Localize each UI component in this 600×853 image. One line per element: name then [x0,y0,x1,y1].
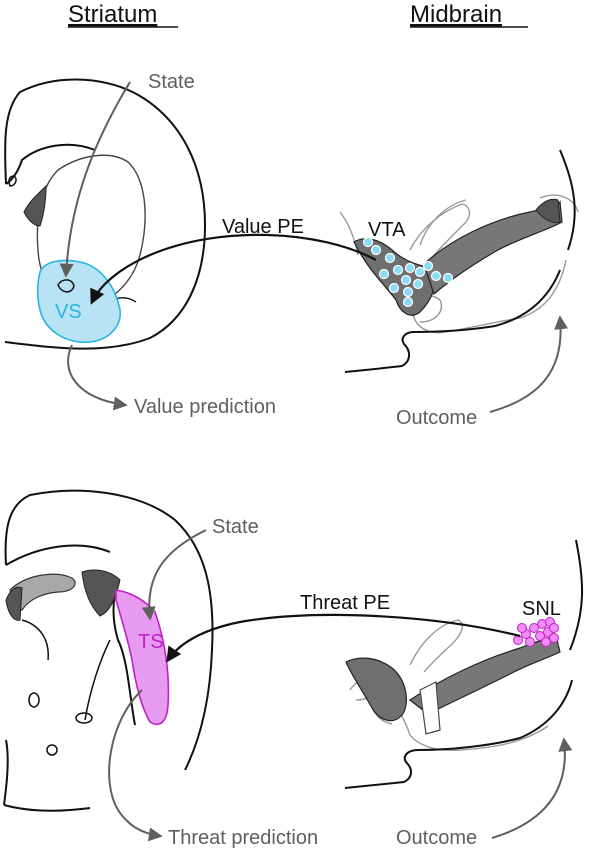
state-label-bottom: State [212,516,259,538]
striatum-section-bottom [3,489,214,812]
outcome-arrow-bottom [491,737,573,839]
snc-tissue [345,657,407,722]
header-striatum: Striatum [68,1,157,28]
vta-label: VTA [368,219,406,241]
threat-pe-label: Threat PE [300,592,390,614]
value-prediction-arrow [67,344,128,411]
value-pe-arrow [90,233,377,305]
state-arrow-top [59,81,131,278]
threat-prediction-arrow [108,689,163,842]
ventricle-top [23,184,47,227]
threat-pe-arrow [166,613,521,663]
vta-tissue [353,238,437,316]
state-label-top: State [148,71,195,93]
top-panel: VS State Value prediction VT [4,71,579,429]
vs-region [36,259,121,343]
midbrain-band-top [423,200,563,296]
snl-neurons [513,617,559,647]
outcome-arrow-top [489,315,569,413]
value-prediction-label: Value prediction [134,396,276,418]
ts-label: TS [138,631,164,653]
ventricle-bottom [81,569,121,617]
outcome-label-bottom: Outcome [396,827,477,849]
outcome-label-top: Outcome [396,407,477,429]
state-arrow-bottom [141,529,207,621]
threat-prediction-label: Threat prediction [168,827,318,849]
value-pe-label: Value PE [222,216,304,238]
bottom-panel: TS State Threat prediction SNL Thr [3,489,584,849]
header-midbrain: Midbrain [410,1,502,28]
vs-label: VS [55,301,82,323]
snl-label: SNL [522,598,561,620]
vta-neurons [362,236,454,308]
